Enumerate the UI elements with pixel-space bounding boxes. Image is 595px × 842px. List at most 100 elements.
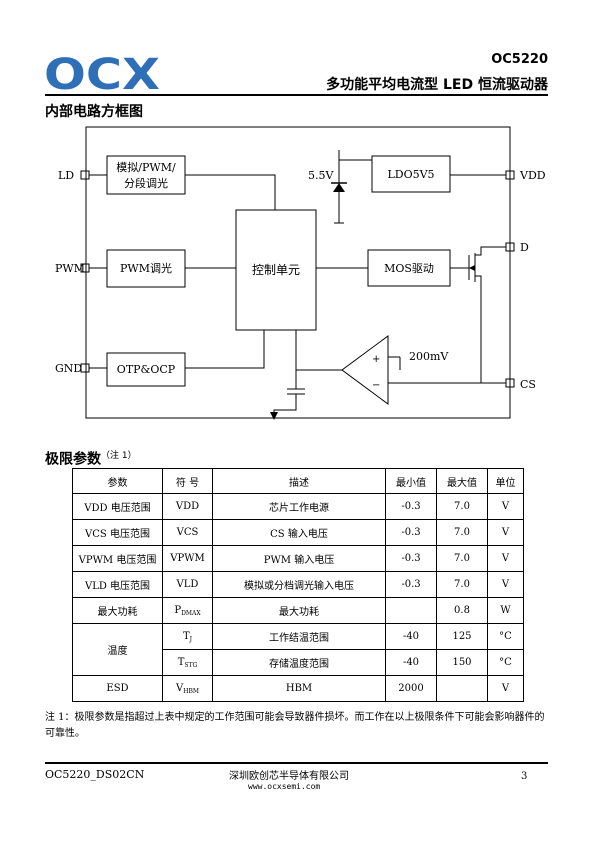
cell-desc: 存储温度范围 — [212, 649, 386, 676]
website-link[interactable]: www.ocxsemi.com — [248, 782, 321, 791]
table-row: TSTG 存储温度范围 -40 150 °C — [73, 649, 524, 676]
cell-symbol: VDD — [162, 493, 213, 520]
product-title: 多功能平均电流型 LED 恒流驱动器 — [326, 77, 548, 93]
cell-symbol: VPWM — [162, 545, 213, 572]
col-symbol: 符 号 — [162, 468, 213, 494]
cell-unit: V — [487, 571, 524, 598]
limits-note-ref: （注 1） — [101, 451, 137, 461]
pin-ld-label: LD — [58, 169, 74, 182]
analog-block-line1: 模拟/PWM/ — [116, 160, 176, 174]
company-logo: OCX — [44, 55, 160, 95]
cell-min: -0.3 — [385, 545, 437, 572]
block-diagram-heading: 内部电路方框图 — [45, 104, 143, 120]
pin-ld — [80, 170, 90, 180]
cell-min: 2000 — [385, 675, 437, 702]
cell-min: -40 — [385, 623, 437, 650]
symbol-main: T — [182, 630, 190, 642]
pin-gnd-label: GND — [55, 362, 82, 375]
cell-param: VPWM 电压范围 — [72, 545, 163, 572]
cell-param: ESD — [72, 675, 163, 702]
cell-desc: CS 输入电压 — [212, 519, 386, 546]
col-max: 最大值 — [436, 468, 488, 494]
part-number: OC5220 — [491, 52, 548, 67]
cell-min: -0.3 — [385, 571, 437, 598]
logo-text: OCX — [44, 55, 160, 95]
cell-unit: V — [487, 675, 524, 702]
cell-desc: 芯片工作电源 — [212, 493, 386, 520]
table-row: ESD VHBM HBM 2000 V — [72, 675, 524, 702]
control-unit-block — [235, 209, 317, 331]
table-row: VPWM 电压范围 VPWM PWM 输入电压 -0.3 7.0 V — [72, 545, 524, 572]
symbol-main: P — [174, 604, 182, 616]
cell-symbol: VHBM — [162, 675, 213, 702]
cell-symbol: VLD — [162, 571, 213, 598]
pwm-block-label: PWM调光 — [120, 261, 172, 275]
cell-max — [436, 675, 488, 702]
symbol-main: T — [177, 656, 185, 668]
pin-vdd-label: VDD — [519, 169, 546, 182]
col-unit: 单位 — [487, 468, 524, 494]
cell-max: 0.8 — [436, 597, 488, 624]
pin-cs-label: CS — [520, 378, 536, 391]
zener-voltage-label: 5.5V — [308, 169, 334, 182]
table-header-row: 参数 符 号 描述 最小值 最大值 单位 — [72, 468, 524, 494]
limits-heading-text: 极限参数 — [45, 451, 101, 468]
cell-unit: °C — [487, 649, 524, 676]
cell-symbol: PDMAX — [162, 597, 213, 624]
cell-param: 最大功耗 — [72, 597, 163, 624]
cell-min: -0.3 — [385, 493, 437, 520]
cell-unit: V — [487, 493, 524, 520]
cell-param: VDD 电压范围 — [72, 493, 163, 520]
table-row: 温度 TJ 工作结温范围 -40 125 °C — [72, 623, 524, 676]
company-name: 深圳欧创芯半导体有限公司 — [229, 771, 349, 782]
pin-pwm-label: PWM — [55, 262, 85, 275]
control-unit-label: 控制单元 — [252, 263, 300, 277]
limits-table: 参数 符 号 描述 最小值 最大值 单位 VDD 电压范围 VDD 芯片工作电源… — [72, 468, 524, 702]
cell-unit: V — [487, 519, 524, 546]
col-desc: 描述 — [212, 468, 386, 494]
cell-max: 7.0 — [436, 545, 488, 572]
otp-block-label: OTP&OCP — [117, 363, 176, 376]
comparator-minus: − — [372, 380, 380, 391]
footer-rule — [45, 762, 548, 764]
cell-min — [385, 597, 437, 624]
mos-driver-label: MOS驱动 — [384, 262, 434, 275]
cell-max: 150 — [436, 649, 488, 676]
cell-max: 7.0 — [436, 519, 488, 546]
cell-symbol: TSTG — [162, 649, 213, 676]
table-row: VLD 电压范围 VLD 模拟或分档调光输入电压 -0.3 7.0 V — [72, 571, 524, 598]
cell-desc: HBM — [212, 675, 386, 702]
cell-min: -0.3 — [385, 519, 437, 546]
cell-param: VCS 电压范围 — [72, 519, 163, 546]
header-rule — [45, 94, 548, 96]
cell-symbol: VCS — [162, 519, 213, 546]
footnote: 注 1：极限参数是指超过上表中规定的工作范围可能会导致器件损坏。而工作在以上极限… — [45, 712, 545, 739]
cell-max: 125 — [436, 623, 488, 650]
cell-desc: 最大功耗 — [212, 597, 386, 624]
cell-unit: °C — [487, 623, 524, 650]
limits-heading: 极限参数（注 1） — [45, 448, 137, 469]
document-id: OC5220_DS02CN — [45, 768, 145, 781]
cell-param: VLD 电压范围 — [72, 571, 163, 598]
cell-symbol: TJ — [162, 623, 213, 650]
table-row: 最大功耗 PDMAX 最大功耗 0.8 W — [72, 597, 524, 624]
cell-unit: V — [487, 545, 524, 572]
table-row: VCS 电压范围 VCS CS 输入电压 -0.3 7.0 V — [72, 519, 524, 546]
otp-ocp-block — [106, 352, 186, 387]
cell-desc: 模拟或分档调光输入电压 — [212, 571, 386, 598]
cell-max: 7.0 — [436, 493, 488, 520]
symbol-main: V — [175, 682, 184, 694]
col-min: 最小值 — [385, 468, 437, 494]
cell-unit: W — [487, 597, 524, 624]
cell-min: -40 — [385, 649, 437, 676]
symbol-subscript: J — [189, 635, 193, 643]
col-param: 参数 — [72, 468, 163, 494]
block-diagram: LD PWM GND VDD D CS 模拟/PWM/ 分段调光 PWM调光 O… — [55, 126, 546, 420]
cell-max: 7.0 — [436, 571, 488, 598]
symbol-subscript: DMAX — [181, 609, 201, 617]
symbol-subscript: HBM — [183, 687, 200, 695]
ldo-block — [371, 155, 451, 193]
cell-desc: 工作结温范围 — [212, 623, 386, 650]
cell-desc: PWM 输入电压 — [212, 545, 386, 572]
analog-block-line2: 分段调光 — [124, 176, 168, 190]
